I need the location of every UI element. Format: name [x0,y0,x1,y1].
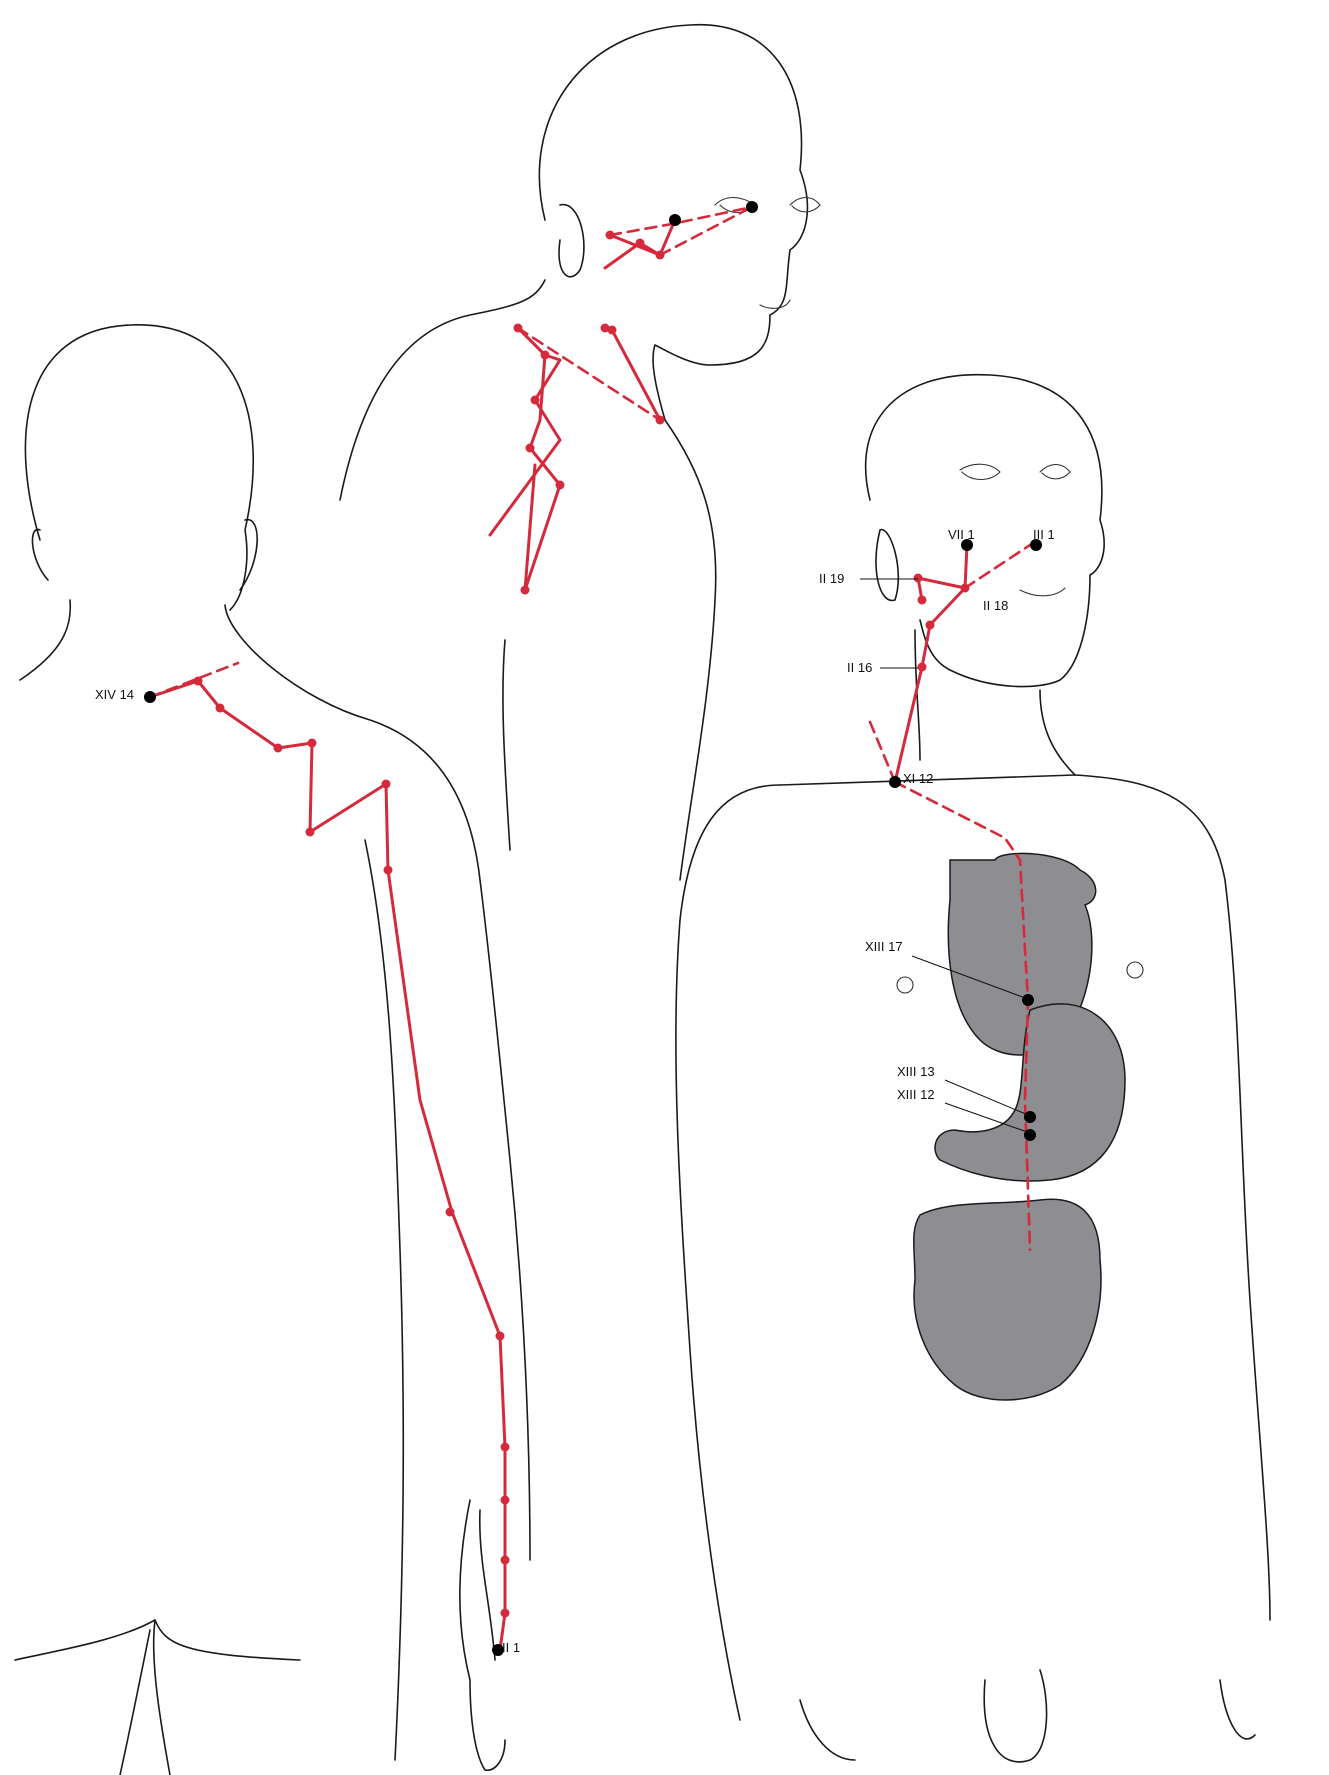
acupoint-minor [308,739,317,748]
acupoint-minor [501,1609,510,1618]
label-iii1: III 1 [1033,527,1055,542]
point-labels: XIV 14 II 1 VII 1 III 1 II 19 II 18 II 1… [95,527,1055,1655]
acupoint-minor [306,828,315,837]
acupoint-minor [606,231,615,240]
acupoint-major [746,201,758,213]
meridian-points [144,201,1042,1656]
meridian-path [610,235,660,255]
acupoint-minor [601,324,610,333]
acupoint-minor [514,324,523,333]
acupoint-minor [961,584,970,593]
side-figure [340,25,820,880]
back-figure [15,325,530,1775]
acupoint-major [1024,1129,1036,1141]
acupoint-major [1024,1111,1036,1123]
acupoint-minor [501,1496,510,1505]
acupoint-minor [194,677,203,686]
acupoint-major [1022,994,1034,1006]
meridian-path [490,328,560,535]
label-ii16: II 16 [847,660,872,675]
nipple-left [897,977,913,993]
acupoint-minor [216,704,225,713]
acupoint-minor [526,444,535,453]
label-xiii17: XIII 17 [865,939,903,954]
acupoint-major [669,214,681,226]
acupoint-minor [496,1332,505,1341]
meridian-path [612,330,660,420]
nipple-right [1127,962,1143,978]
acupoint-minor [656,416,665,425]
label-xi12: XI 12 [903,771,933,786]
label-ii19: II 19 [819,571,844,586]
meridian-path [965,545,1030,588]
acupoint-minor [501,1443,510,1452]
small-intestine [914,1199,1101,1400]
leader-xiii13 [945,1080,1028,1115]
acupoint-minor [636,239,645,248]
acupoint-minor [382,780,391,789]
stomach [935,1004,1125,1181]
acupoint-minor [531,396,540,405]
acupoint-minor [541,351,550,360]
label-xiii12: XIII 12 [897,1087,935,1102]
organs [914,853,1125,1400]
acupoint-minor [918,663,927,672]
acupoint-major [144,691,156,703]
meridian-path [870,722,895,782]
acupoint-minor [656,251,665,260]
acupoint-minor [274,744,283,753]
acupoint-minor [926,621,935,630]
acupoint-minor [501,1556,510,1565]
label-ii1: II 1 [502,1640,520,1655]
label-xiii13: XIII 13 [897,1064,935,1079]
meridian-lines [150,207,1030,1650]
acupoint-minor [384,866,393,875]
label-ii18: II 18 [983,598,1008,613]
acupoint-major [889,776,901,788]
meridian-path [150,681,505,1650]
acupoint-minor [521,586,530,595]
label-xiv14: XIV 14 [95,687,134,702]
label-vii1: VII 1 [948,527,975,542]
acupoint-minor [446,1208,455,1217]
acupoint-minor [914,574,923,583]
acupoint-minor [556,481,565,490]
acupoint-minor [918,596,927,605]
